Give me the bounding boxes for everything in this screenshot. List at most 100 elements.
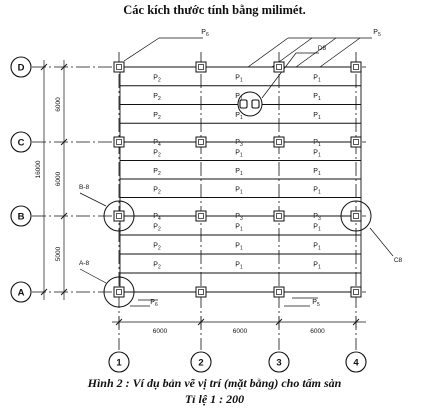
- callout-a8: A-8: [79, 260, 90, 267]
- grid-bubble-c: [10, 131, 32, 153]
- column-core: [198, 139, 204, 145]
- slab-label: P4: [153, 139, 161, 148]
- dimension-horizontal: 6000: [233, 328, 248, 335]
- column: [273, 61, 285, 73]
- column-core: [276, 64, 282, 70]
- opening-hole: [239, 99, 248, 109]
- dimension-tick: [40, 288, 48, 296]
- slab-label: P2: [153, 262, 161, 271]
- opening-hole: [251, 99, 260, 109]
- dimension-tick: [40, 63, 48, 71]
- callout-d8: D8: [318, 45, 327, 52]
- grid-label-4: 4: [353, 358, 359, 369]
- dimension-tick: [60, 288, 68, 296]
- callout-p6-bottom: P6: [150, 299, 158, 308]
- column: [273, 210, 285, 222]
- slab-label: P1: [313, 224, 321, 233]
- dimension-vertical: 6000: [55, 171, 62, 186]
- grid-bubble-d: [10, 56, 32, 78]
- column-core: [116, 213, 122, 219]
- column-core: [198, 289, 204, 295]
- column-core: [353, 289, 359, 295]
- callout-p6-top: P6: [201, 29, 209, 38]
- column: [113, 61, 125, 73]
- column-core: [276, 289, 282, 295]
- column-core: [116, 139, 122, 145]
- slab-label: P1: [235, 243, 243, 252]
- leader-line: [261, 52, 297, 99]
- slab-label: P1: [313, 139, 321, 148]
- column: [195, 286, 207, 298]
- slab-label: P2: [153, 168, 161, 177]
- column: [350, 210, 362, 222]
- dimension-vertical: 5000: [55, 246, 62, 261]
- leader-line: [295, 37, 337, 68]
- figure-caption: Hình 2 : Ví dụ bản vẽ vị trí (mặt bằng) …: [87, 376, 342, 390]
- column-core: [198, 213, 204, 219]
- column-core: [276, 213, 282, 219]
- dimension-tick: [60, 212, 68, 220]
- slab-label: P1: [235, 74, 243, 83]
- slab-label: P1: [313, 93, 321, 102]
- column: [350, 136, 362, 148]
- callout-c8: C8: [394, 257, 403, 264]
- detail-circle-b8: [103, 200, 135, 232]
- slab-label: P2: [153, 112, 161, 121]
- leader-line: [319, 37, 361, 68]
- slab-label: P1: [313, 112, 321, 121]
- slab-label: P1: [313, 149, 321, 158]
- slab-label: P3: [235, 139, 243, 148]
- grid-label-3: 3: [276, 358, 281, 369]
- slab-label: P1: [235, 93, 243, 102]
- column: [113, 210, 125, 222]
- detail-circle-a8: [103, 276, 135, 308]
- slab-label: P2: [153, 93, 161, 102]
- grid-bubble-b: [10, 205, 32, 227]
- slab-label: P1: [235, 224, 243, 233]
- column-core: [116, 289, 122, 295]
- column-core: [116, 64, 122, 70]
- leader-line: [369, 227, 394, 257]
- slab-label: P4: [153, 213, 161, 222]
- slab-label: P1: [235, 186, 243, 195]
- grid-bubble-1: [108, 351, 130, 373]
- grid-label-d: D: [18, 63, 25, 74]
- slab-label: P2: [153, 243, 161, 252]
- column-core: [353, 64, 359, 70]
- callout-p5-bottom: P5: [312, 299, 320, 308]
- slab-label: P2: [153, 74, 161, 83]
- slab-label: P2: [153, 149, 161, 158]
- slab-label: P3: [313, 213, 321, 222]
- grid-bubble-2: [190, 351, 212, 373]
- slab-label: P1: [313, 74, 321, 83]
- slab-label: P1: [235, 112, 243, 121]
- grid-bubble-3: [268, 351, 290, 373]
- column-core: [276, 139, 282, 145]
- grid-bubble-a: [10, 281, 32, 303]
- slab-label: P3: [235, 213, 243, 222]
- column: [350, 61, 362, 73]
- slab-label: P1: [313, 186, 321, 195]
- slab-label: P1: [313, 168, 321, 177]
- column: [195, 136, 207, 148]
- slab-label: P2: [153, 186, 161, 195]
- dimension-vertical-total: 16000: [35, 160, 42, 178]
- dimension-vertical: 6000: [55, 97, 62, 112]
- slab-label: P1: [235, 262, 243, 271]
- column-core: [353, 213, 359, 219]
- opening-marker: [237, 91, 263, 117]
- callout-p5-top: P5: [373, 29, 381, 38]
- column: [113, 286, 125, 298]
- figure-scale: Tỉ lệ 1 : 200: [184, 392, 245, 406]
- slab-label: P2: [153, 224, 161, 233]
- column-core: [198, 64, 204, 70]
- grid-label-1: 1: [116, 358, 122, 369]
- grid-label-b: B: [18, 212, 25, 223]
- column: [273, 136, 285, 148]
- column: [195, 210, 207, 222]
- column: [350, 286, 362, 298]
- column-core: [353, 139, 359, 145]
- grid-label-2: 2: [198, 358, 203, 369]
- detail-circle-c8: [340, 200, 372, 232]
